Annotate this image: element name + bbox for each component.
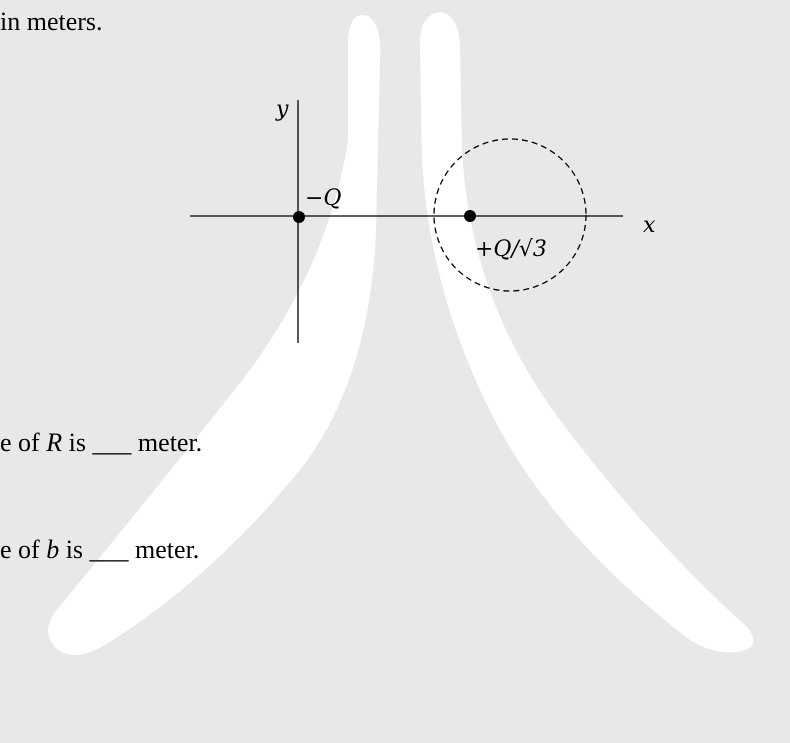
question-b-prefix: e of [0, 535, 47, 564]
top-text-line: in meters. [0, 7, 103, 36]
x-axis-label: x [643, 213, 656, 238]
question-b-suffix: is ___ meter. [59, 535, 200, 564]
y-axis-label: y [275, 97, 289, 122]
charge-positive-label: +Q/√3 [475, 237, 547, 262]
question-r-line: e of R is ___ meter. [0, 430, 202, 456]
charge-positive-dot [464, 210, 476, 222]
question-r-variable: R [46, 428, 63, 457]
charge-negative-dot [293, 211, 305, 223]
question-b-line: e of b is ___ meter. [0, 537, 199, 563]
question-r-prefix: e of [0, 428, 47, 457]
gaussian-circle [433, 138, 587, 292]
question-r-suffix: is ___ meter. [62, 428, 203, 457]
question-b-variable: b [46, 535, 60, 564]
watermark [48, 12, 754, 655]
charge-negative-label: −Q [305, 186, 341, 211]
